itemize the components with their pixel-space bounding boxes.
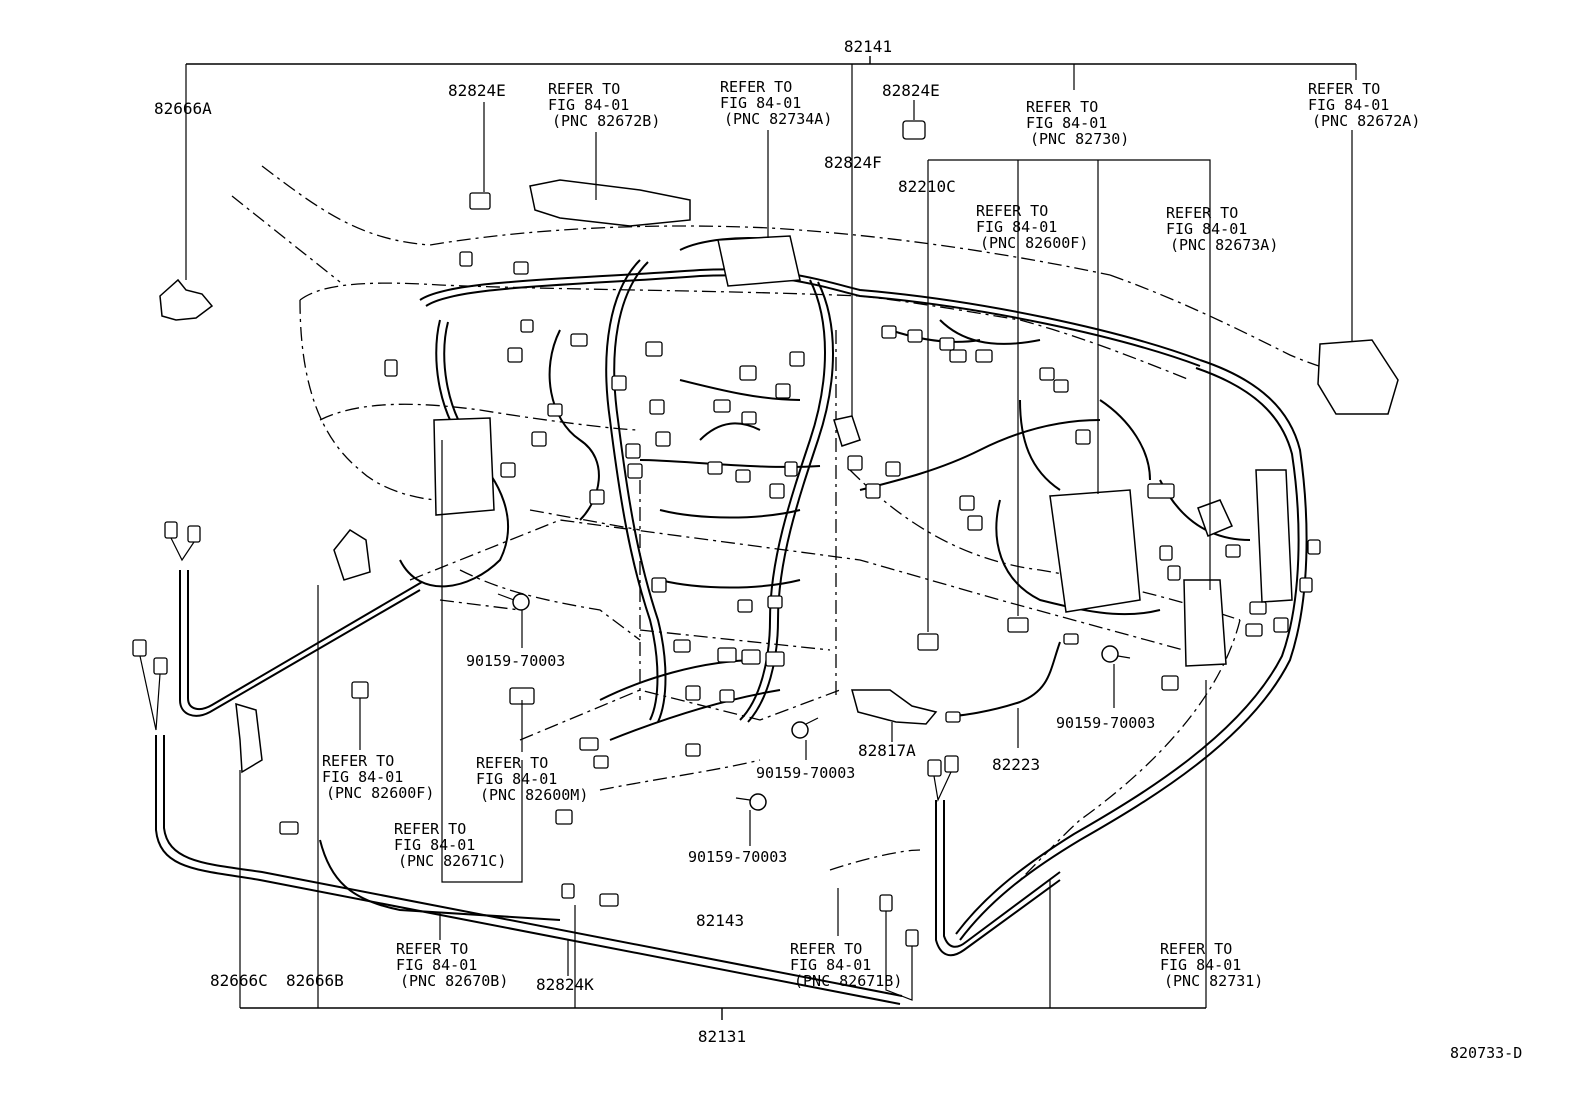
label-82141: 82141 xyxy=(844,37,892,56)
svg-text:FIG 84-01: FIG 84-01 xyxy=(396,956,477,974)
svg-text:FIG 84-01: FIG 84-01 xyxy=(1166,220,1247,238)
label-82210C: 82210C xyxy=(898,177,956,196)
refer-82600F-bottom: REFER TO FIG 84-01 (PNC 82600F) xyxy=(322,752,434,802)
svg-text:(PNC 82673A): (PNC 82673A) xyxy=(1170,236,1278,254)
svg-text:(PNC 82734A): (PNC 82734A) xyxy=(724,110,832,128)
svg-text:REFER TO: REFER TO xyxy=(976,202,1048,220)
bolt-icon xyxy=(735,793,767,811)
svg-text:FIG 84-01: FIG 84-01 xyxy=(1308,96,1389,114)
svg-text:(PNC 82600F): (PNC 82600F) xyxy=(326,784,434,802)
svg-text:(PNC 82731): (PNC 82731) xyxy=(1164,972,1263,990)
svg-text:REFER TO: REFER TO xyxy=(720,78,792,96)
clip-82666C xyxy=(235,702,263,774)
svg-text:REFER TO: REFER TO xyxy=(476,754,548,772)
svg-text:(PNC 82672A): (PNC 82672A) xyxy=(1312,112,1420,130)
bolt-icon xyxy=(1101,645,1131,663)
label-82824F: 82824F xyxy=(824,153,882,172)
svg-text:FIG 84-01: FIG 84-01 xyxy=(548,96,629,114)
svg-text:FIG 84-01: FIG 84-01 xyxy=(322,768,403,786)
svg-text:FIG 84-01: FIG 84-01 xyxy=(790,956,871,974)
clip-82666B xyxy=(333,529,371,581)
refer-82671B: REFER TO FIG 84-01 (PNC 82671B) xyxy=(790,940,902,990)
bracket-82672A xyxy=(1317,339,1399,415)
refer-82734A: REFER TO FIG 84-01 (PNC 82734A) xyxy=(720,78,832,128)
svg-text:REFER TO: REFER TO xyxy=(394,820,466,838)
bolt-icon xyxy=(791,717,819,739)
refer-82600M: REFER TO FIG 84-01 (PNC 82600M) xyxy=(476,754,588,804)
floor-harness-left xyxy=(155,570,1061,1005)
svg-text:FIG 84-01: FIG 84-01 xyxy=(1160,956,1241,974)
svg-text:REFER TO: REFER TO xyxy=(322,752,394,770)
refer-82673A: REFER TO FIG 84-01 (PNC 82673A) xyxy=(1166,204,1278,254)
svg-text:REFER TO: REFER TO xyxy=(548,80,620,98)
svg-text:FIG 84-01: FIG 84-01 xyxy=(1026,114,1107,132)
svg-text:REFER TO: REFER TO xyxy=(1308,80,1380,98)
svg-text:(PNC 82671C): (PNC 82671C) xyxy=(398,852,506,870)
label-82666B: 82666B xyxy=(286,971,344,990)
refer-82672B: REFER TO FIG 84-01 (PNC 82672B) xyxy=(548,80,660,130)
connector-82824E-left xyxy=(469,192,491,210)
label-82223: 82223 xyxy=(992,755,1040,774)
major-parts xyxy=(159,179,1399,811)
connector-82824E-right xyxy=(902,120,926,140)
label-bolt-b: 90159-70003 xyxy=(1056,714,1155,732)
svg-text:(PNC 82730): (PNC 82730) xyxy=(1030,130,1129,148)
figure-id: 820733-D xyxy=(1450,1044,1522,1062)
label-82824E-left: 82824E xyxy=(448,81,506,100)
bolt-icon xyxy=(497,593,530,611)
svg-text:FIG 84-01: FIG 84-01 xyxy=(394,836,475,854)
connector-box xyxy=(164,521,178,539)
svg-text:(PNC 82600M): (PNC 82600M) xyxy=(480,786,588,804)
refer-82600F-top: REFER TO FIG 84-01 (PNC 82600F) xyxy=(976,202,1088,252)
refer-82671C: REFER TO FIG 84-01 (PNC 82671C) xyxy=(394,820,506,870)
svg-text:REFER TO: REFER TO xyxy=(1026,98,1098,116)
label-82666A: 82666A xyxy=(154,99,212,118)
bracket-82673A xyxy=(1197,499,1234,537)
svg-text:REFER TO: REFER TO xyxy=(790,940,862,958)
svg-text:(PNC 82670B): (PNC 82670B) xyxy=(400,972,508,990)
main-harness xyxy=(399,237,1308,941)
svg-text:REFER TO: REFER TO xyxy=(1160,940,1232,958)
label-82143: 82143 xyxy=(696,911,744,930)
label-bolt-c: 90159-70003 xyxy=(756,764,855,782)
label-bolt-d: 90159-70003 xyxy=(688,848,787,866)
svg-text:FIG 84-01: FIG 84-01 xyxy=(720,94,801,112)
bracket-82141 xyxy=(185,56,1357,420)
label-82817A: 82817A xyxy=(858,741,916,760)
ecu-82731 xyxy=(1183,579,1227,667)
connector-box xyxy=(187,525,201,543)
bracket-82672B xyxy=(529,179,691,227)
refer-82731: REFER TO FIG 84-01 (PNC 82731) xyxy=(1160,940,1263,990)
label-82131: 82131 xyxy=(698,1027,746,1046)
leader-lines xyxy=(359,100,1353,976)
part-82824F xyxy=(833,415,861,447)
junction-block-left xyxy=(433,417,495,516)
junction-block-82730 xyxy=(1049,489,1141,613)
svg-text:FIG 84-01: FIG 84-01 xyxy=(476,770,557,788)
connector-post-right xyxy=(1255,469,1293,603)
connectors xyxy=(132,120,1321,1001)
svg-text:FIG 84-01: FIG 84-01 xyxy=(976,218,1057,236)
bracket-82131 xyxy=(239,585,1207,1020)
svg-text:(PNC 82672B): (PNC 82672B) xyxy=(552,112,660,130)
label-82824K: 82824K xyxy=(536,975,594,994)
clip-82666A xyxy=(159,278,214,321)
refer-82730: REFER TO FIG 84-01 (PNC 82730) xyxy=(1026,98,1129,148)
svg-text:REFER TO: REFER TO xyxy=(396,940,468,958)
svg-text:(PNC 82671B): (PNC 82671B) xyxy=(794,972,902,990)
refer-82672A: REFER TO FIG 84-01 (PNC 82672A) xyxy=(1308,80,1420,130)
label-82666C: 82666C xyxy=(210,971,268,990)
plate-82817A xyxy=(851,689,938,725)
label-82824E-right: 82824E xyxy=(882,81,940,100)
labels: 82141 82666A 82824E 82824E 82824F 82210C… xyxy=(154,37,1522,1062)
relay-block-82734A xyxy=(717,235,801,287)
refer-82670B: REFER TO FIG 84-01 (PNC 82670B) xyxy=(396,940,508,990)
svg-text:REFER TO: REFER TO xyxy=(1166,204,1238,222)
svg-text:(PNC 82600F): (PNC 82600F) xyxy=(980,234,1088,252)
label-bolt-a: 90159-70003 xyxy=(466,652,565,670)
